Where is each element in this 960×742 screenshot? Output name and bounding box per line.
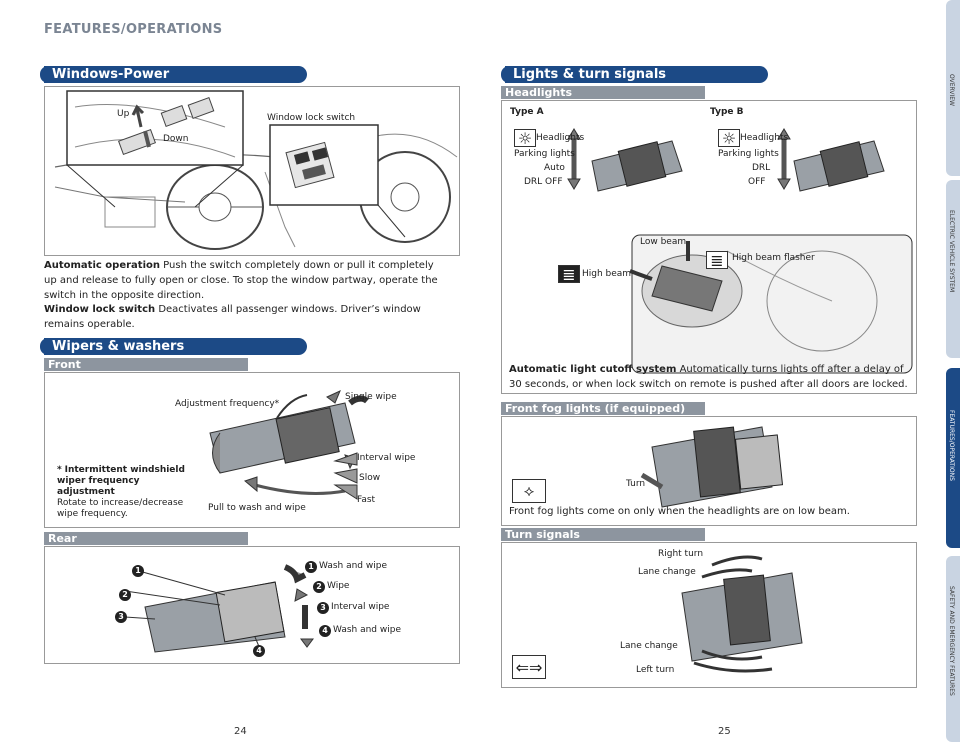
windows-banner: Windows-Power [40,66,307,83]
type-a-headlights: Headlights [536,133,585,143]
wiper-adj-label: Adjustment frequency* [175,399,280,409]
windows-lock-term: Window lock switch [44,304,156,315]
rear-legend-1-num: 1 [305,561,317,573]
wiper-pull-label: Pull to wash and wipe [208,503,306,513]
type-b-drl: DRL [752,163,771,173]
high-beam-icon: ≣ [558,265,580,284]
cutoff-text: Automatic light cutoff system Automatica… [509,364,908,390]
page-number-left: 24 [234,726,247,737]
rear-legend-1: Wash and wipe [319,561,387,571]
rear-callout-3: 3 [115,611,127,623]
rear-callout-1: 1 [132,565,144,577]
sidebar-label-safety: SAFETY AND EMERGENCY FEATURES [948,586,955,696]
wipers-rear-sub: Rear [44,532,248,545]
fog-light-icon: ⟡ [512,479,546,503]
wiper-fast-label: Fast [357,495,376,505]
section-header: FEATURES/OPERATIONS [44,22,223,37]
fog-illustration: ⟡ Turn [501,416,917,526]
window-up-label: Up [117,109,130,119]
rear-legend-2: Wipe [327,581,350,591]
turn-right-label: Right turn [658,549,704,559]
windows-lock-text: Window lock switch Deactivates all passe… [44,304,421,330]
wipers-rear-illustration: 1 2 3 4 1 Wash and wipe 2 Wipe 3 Interva… [44,546,460,664]
sidebar-tab-features[interactable] [946,368,960,548]
rear-legend-3-num: 3 [317,602,329,614]
cutoff-term: Automatic light cutoff system [509,364,677,375]
windows-auto-text: Automatic operation Push the switch comp… [44,260,438,301]
type-b-title: Type B [710,107,744,117]
wiper-note: * Intermittent windshield wiper frequenc… [57,465,185,519]
fog-turn-label: Turn [626,479,646,489]
headlights-illustration: Type A Type B ☼ Headlights Parking light… [501,100,917,394]
sidebar-tab-overview[interactable] [946,0,960,176]
lights-banner: Lights & turn signals [501,66,768,83]
rear-legend-3: Interval wipe [331,602,390,612]
fog-sub: Front fog lights (if equipped) [501,402,705,415]
sidebar-label-overview: OVERVIEW [948,74,955,106]
rear-legend-4-num: 4 [319,625,331,637]
sidebar-label-ev: ELECTRIC VEHICLE SYSTEM [948,210,955,293]
sidebar-tab-ev-system[interactable] [946,180,960,358]
type-a-title: Type A [510,107,544,117]
wipers-banner: Wipers & washers [40,338,307,355]
headlights-sub: Headlights [501,86,705,99]
sidebar-label-features: FEATURES/OPERATIONS [948,410,955,481]
wiper-single-label: Single wipe [345,392,397,402]
high-beam-flasher-label: High beam flasher [732,253,815,263]
wiper-interval-label: Interval wipe [357,453,416,463]
type-b-off: OFF [748,177,766,187]
window-down-label: Down [163,134,189,144]
type-b-headlights: Headlights [740,133,789,143]
turn-lane-down-label: Lane change [620,641,678,651]
high-beam-flasher-icon: ≣ [706,251,728,270]
high-beam-label: High beam [582,269,632,279]
window-lock-label: Window lock switch [267,113,356,123]
headlight-icon-a: ☼ [514,129,536,148]
low-beam-label: Low beam [640,237,687,247]
type-a-auto: Auto [544,163,565,173]
sidebar-tab-safety[interactable] [946,556,960,742]
turn-lane-up-label: Lane change [638,567,696,577]
windows-auto-term: Automatic operation [44,260,160,271]
rear-legend-4: Wash and wipe [333,625,401,635]
turn-sub: Turn signals [501,528,705,541]
headlight-icon-b: ☼ [718,129,740,148]
type-a-drl: DRL OFF [524,177,563,187]
turn-left-label: Left turn [636,665,675,675]
wiper-note-text: Rotate to increase/decrease wipe frequen… [57,498,184,519]
rear-callout-4: 4 [253,645,265,657]
rear-legend-2-num: 2 [313,581,325,593]
turn-signal-icon: ⇐⇒ [512,655,546,679]
page-number-right: 25 [718,726,731,737]
type-b-parking: Parking lights [718,149,779,159]
type-a-parking: Parking lights [514,149,575,159]
wipers-front-sub: Front [44,358,248,371]
turn-illustration: Right turn Lane change Lane change Left … [501,542,917,688]
wipers-front-illustration: Adjustment frequency* Single wipe Interv… [44,372,460,528]
wiper-slow-label: Slow [359,473,381,483]
rear-callout-2: 2 [119,589,131,601]
windows-illustration: Up Down Window lock switch [44,86,460,256]
wiper-note-title: Intermittent windshield wiper frequency … [57,465,185,497]
fog-text: Front fog lights come on only when the h… [509,506,850,517]
